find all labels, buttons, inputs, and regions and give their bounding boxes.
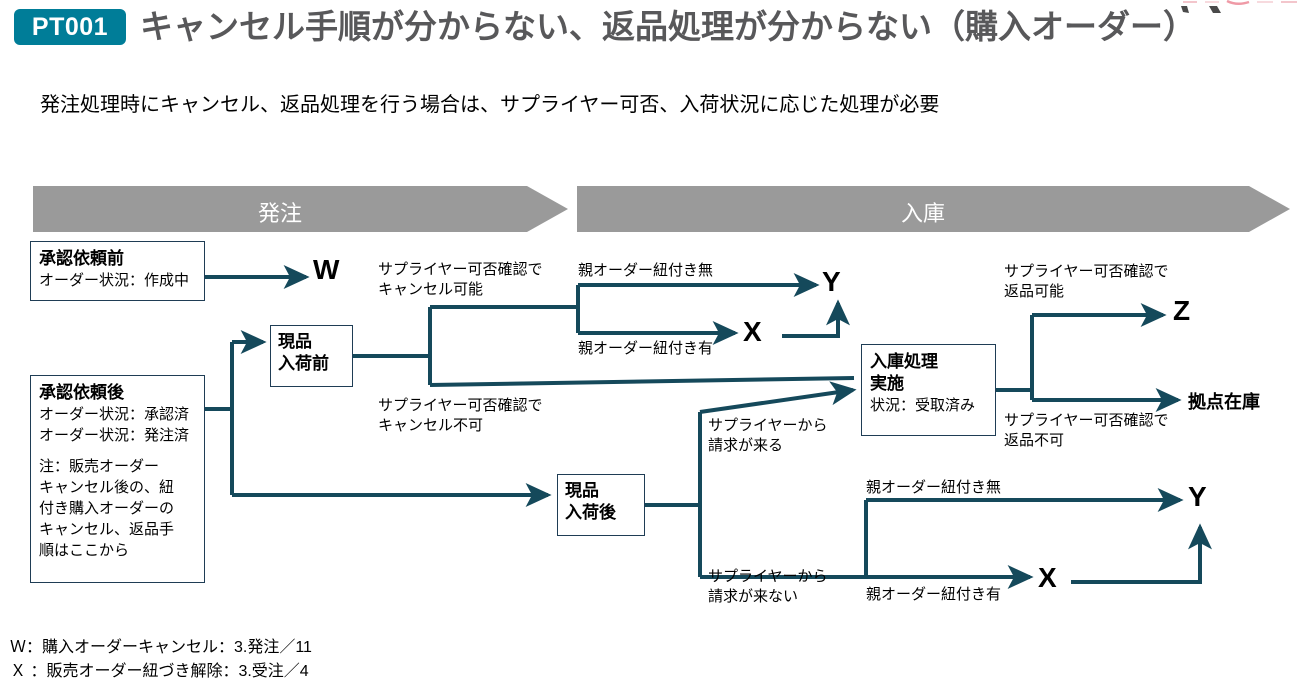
node-before-receipt-line2: 入荷前 [278, 354, 329, 373]
phase-banner-receiving [577, 186, 1290, 232]
phase-label-order: 発注 [258, 201, 303, 226]
label-parent-none-bottom: 親オーダー紐付き無 [866, 479, 1002, 496]
pattern-id-badge: PT001 [14, 9, 126, 45]
node-receiving-line2: 実施 [870, 374, 904, 393]
label-invoice-no-2: 請求が来ない [708, 588, 799, 605]
node-post-approval-note-5: 順はここから [39, 542, 130, 559]
node-post-approval-status2: オーダー状況：発注済 [39, 427, 190, 444]
node-post-approval-note-3: 付き購入オーダーの [39, 500, 175, 517]
node-after-receipt-line1: 現品 [565, 481, 599, 500]
legend-line-x: Ｘ ：販売オーダー紐づき解除：3.受注／4 [10, 663, 309, 680]
node-before-receipt-line1: 現品 [278, 332, 312, 351]
label-supplier-cancel-ok-2: キャンセル可能 [378, 281, 484, 298]
terminal-w: W [313, 254, 340, 285]
node-post-approval-status1: オーダー状況：承認済 [39, 406, 190, 423]
label-supplier-cancel-ok-1: サプライヤー可否確認で [378, 261, 543, 278]
terminal-x-bottom: X [1038, 562, 1057, 593]
node-before-receipt[interactable]: 現品 入荷前 [270, 325, 353, 387]
label-invoice-no-1: サプライヤーから [708, 568, 828, 585]
label-supplier-cancel-ng-1: サプライヤー可否確認で [378, 397, 543, 414]
label-invoice-yes-2: 請求が来る [708, 437, 784, 454]
corner-decoration-icon [1181, 0, 1297, 13]
page-title: キャンセル手順が分からない、返品処理が分からない（購入オーダー） [140, 8, 1196, 45]
label-invoice-yes-1: サプライヤーから [708, 417, 828, 434]
node-after-receipt-line2: 入荷後 [565, 503, 616, 522]
edge-x-bottom-to-y [1071, 523, 1212, 584]
terminal-y-top: Y [822, 266, 841, 297]
label-supplier-return-ng-1: サプライヤー可否確認で [1004, 412, 1169, 429]
terminal-x-top: X [743, 316, 762, 347]
edge-invoice-yes [699, 381, 857, 414]
edge-x-top-to-y [782, 299, 850, 338]
node-pre-approval-title: 承認依頼前 [39, 249, 124, 268]
label-supplier-return-ok-2: 返品可能 [1004, 283, 1065, 300]
node-post-approval-note-4: キャンセル、返品手 [39, 521, 175, 538]
node-after-receipt[interactable]: 現品 入荷後 [557, 474, 645, 536]
page-header: PT001 キャンセル手順が分からない、返品処理が分からない（購入オーダー） [0, 0, 1301, 58]
edge-cancel-ng [429, 376, 855, 387]
node-receiving[interactable]: 入庫処理 実施 状況：受取済み [861, 344, 996, 436]
node-pre-approval[interactable]: 承認依頼前 オーダー状況：作成中 [30, 241, 205, 301]
phase-label-receiving: 入庫 [901, 201, 946, 226]
label-parent-yes-top: 親オーダー紐付き有 [578, 340, 714, 357]
label-parent-none-top: 親オーダー紐付き無 [578, 262, 714, 279]
label-supplier-return-ok-1: サプライヤー可否確認で [1004, 263, 1169, 280]
label-parent-yes-bottom: 親オーダー紐付き有 [866, 586, 1002, 603]
node-receiving-status: 状況：受取済み [870, 397, 976, 414]
terminal-z: Z [1173, 295, 1191, 326]
phase-banner-order [33, 186, 568, 232]
node-receiving-line1: 入庫処理 [870, 352, 938, 371]
node-post-approval-note-2: キャンセル後の、紐 [39, 479, 175, 496]
label-supplier-cancel-ng-2: キャンセル不可 [378, 417, 484, 434]
terminal-stock: 拠点在庫 [1188, 392, 1260, 412]
spacer [39, 446, 196, 456]
node-post-approval-title: 承認依頼後 [39, 383, 124, 402]
legend: Ｗ：購入オーダーキャンセル：3.発注／11 Ｘ ：販売オーダー紐づき解除：3.受… [10, 636, 312, 684]
label-supplier-return-ng-2: 返品不可 [1004, 432, 1065, 449]
node-post-approval-note-1: 注：販売オーダー [39, 458, 160, 475]
node-pre-approval-status: オーダー状況：作成中 [39, 272, 190, 289]
terminal-y-bottom: Y [1188, 481, 1207, 512]
legend-line-w: Ｗ：購入オーダーキャンセル：3.発注／11 [10, 639, 312, 656]
page-subtitle: 発注処理時にキャンセル、返品処理を行う場合は、サプライヤー可否、入荷状況に応じた… [40, 94, 940, 116]
node-post-approval[interactable]: 承認依頼後 オーダー状況：承認済 オーダー状況：発注済 注：販売オーダー キャン… [30, 375, 205, 583]
